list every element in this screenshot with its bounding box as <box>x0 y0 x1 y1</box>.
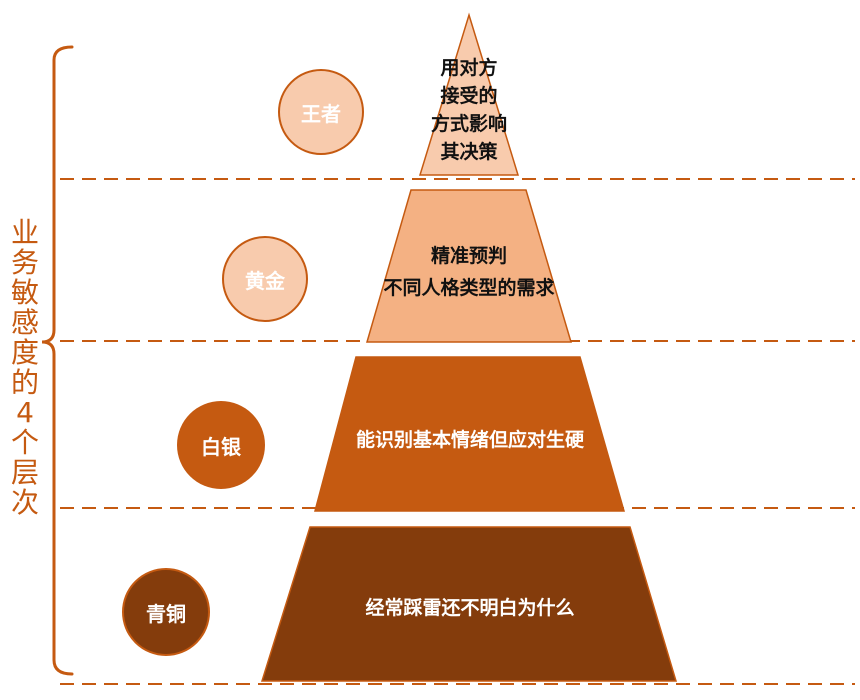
tier-bronze-line-1: 经常踩雷还不明白为什么 <box>365 597 575 619</box>
side-title-char: 感 <box>10 306 39 339</box>
left-brace <box>41 45 74 676</box>
pyramid-tier-king <box>418 12 520 176</box>
side-title-char: 4 <box>16 396 34 429</box>
pyramid-tier-silver <box>314 356 625 512</box>
side-title-char: 业 <box>10 216 39 249</box>
tier-king-line-1: 用对方 <box>440 57 498 79</box>
pyramid-tier-gold <box>366 189 573 343</box>
tier-king-line-3: 方式影响 <box>430 113 507 135</box>
tier-king-line-2: 接受的 <box>440 85 498 107</box>
badge-gold: 黄金 <box>222 236 308 322</box>
badge-bronze: 青铜 <box>122 568 210 656</box>
tier-text-bronze: 经常踩雷还不明白为什么 <box>330 594 610 622</box>
badge-king: 王者 <box>278 69 364 155</box>
pyramid-tier-bronze <box>260 526 678 682</box>
tier-text-silver: 能识别基本情绪但应对生硬 <box>330 426 610 454</box>
tier-king-line-4: 其决策 <box>440 141 498 163</box>
side-title-char: 敏 <box>10 276 39 309</box>
badge-silver: 白银 <box>177 401 265 489</box>
side-title-char: 务 <box>10 246 39 279</box>
side-title-char: 个 <box>10 426 39 459</box>
tier-gold-line-2: 不同人格类型的需求 <box>383 277 555 299</box>
tier-silver-line-1: 能识别基本情绪但应对生硬 <box>355 429 584 451</box>
side-title-char: 层 <box>10 456 39 489</box>
tier-gold-line-1: 精准预判 <box>430 245 507 267</box>
side-title-char: 度 <box>10 336 39 369</box>
tier-text-king: 用对方 接受的 方式影响 其决策 <box>409 54 529 166</box>
side-title-char: 的 <box>10 366 39 399</box>
side-title-char: 次 <box>10 486 39 519</box>
tier-text-gold: 精准预判 不同人格类型的需求 <box>369 240 569 304</box>
